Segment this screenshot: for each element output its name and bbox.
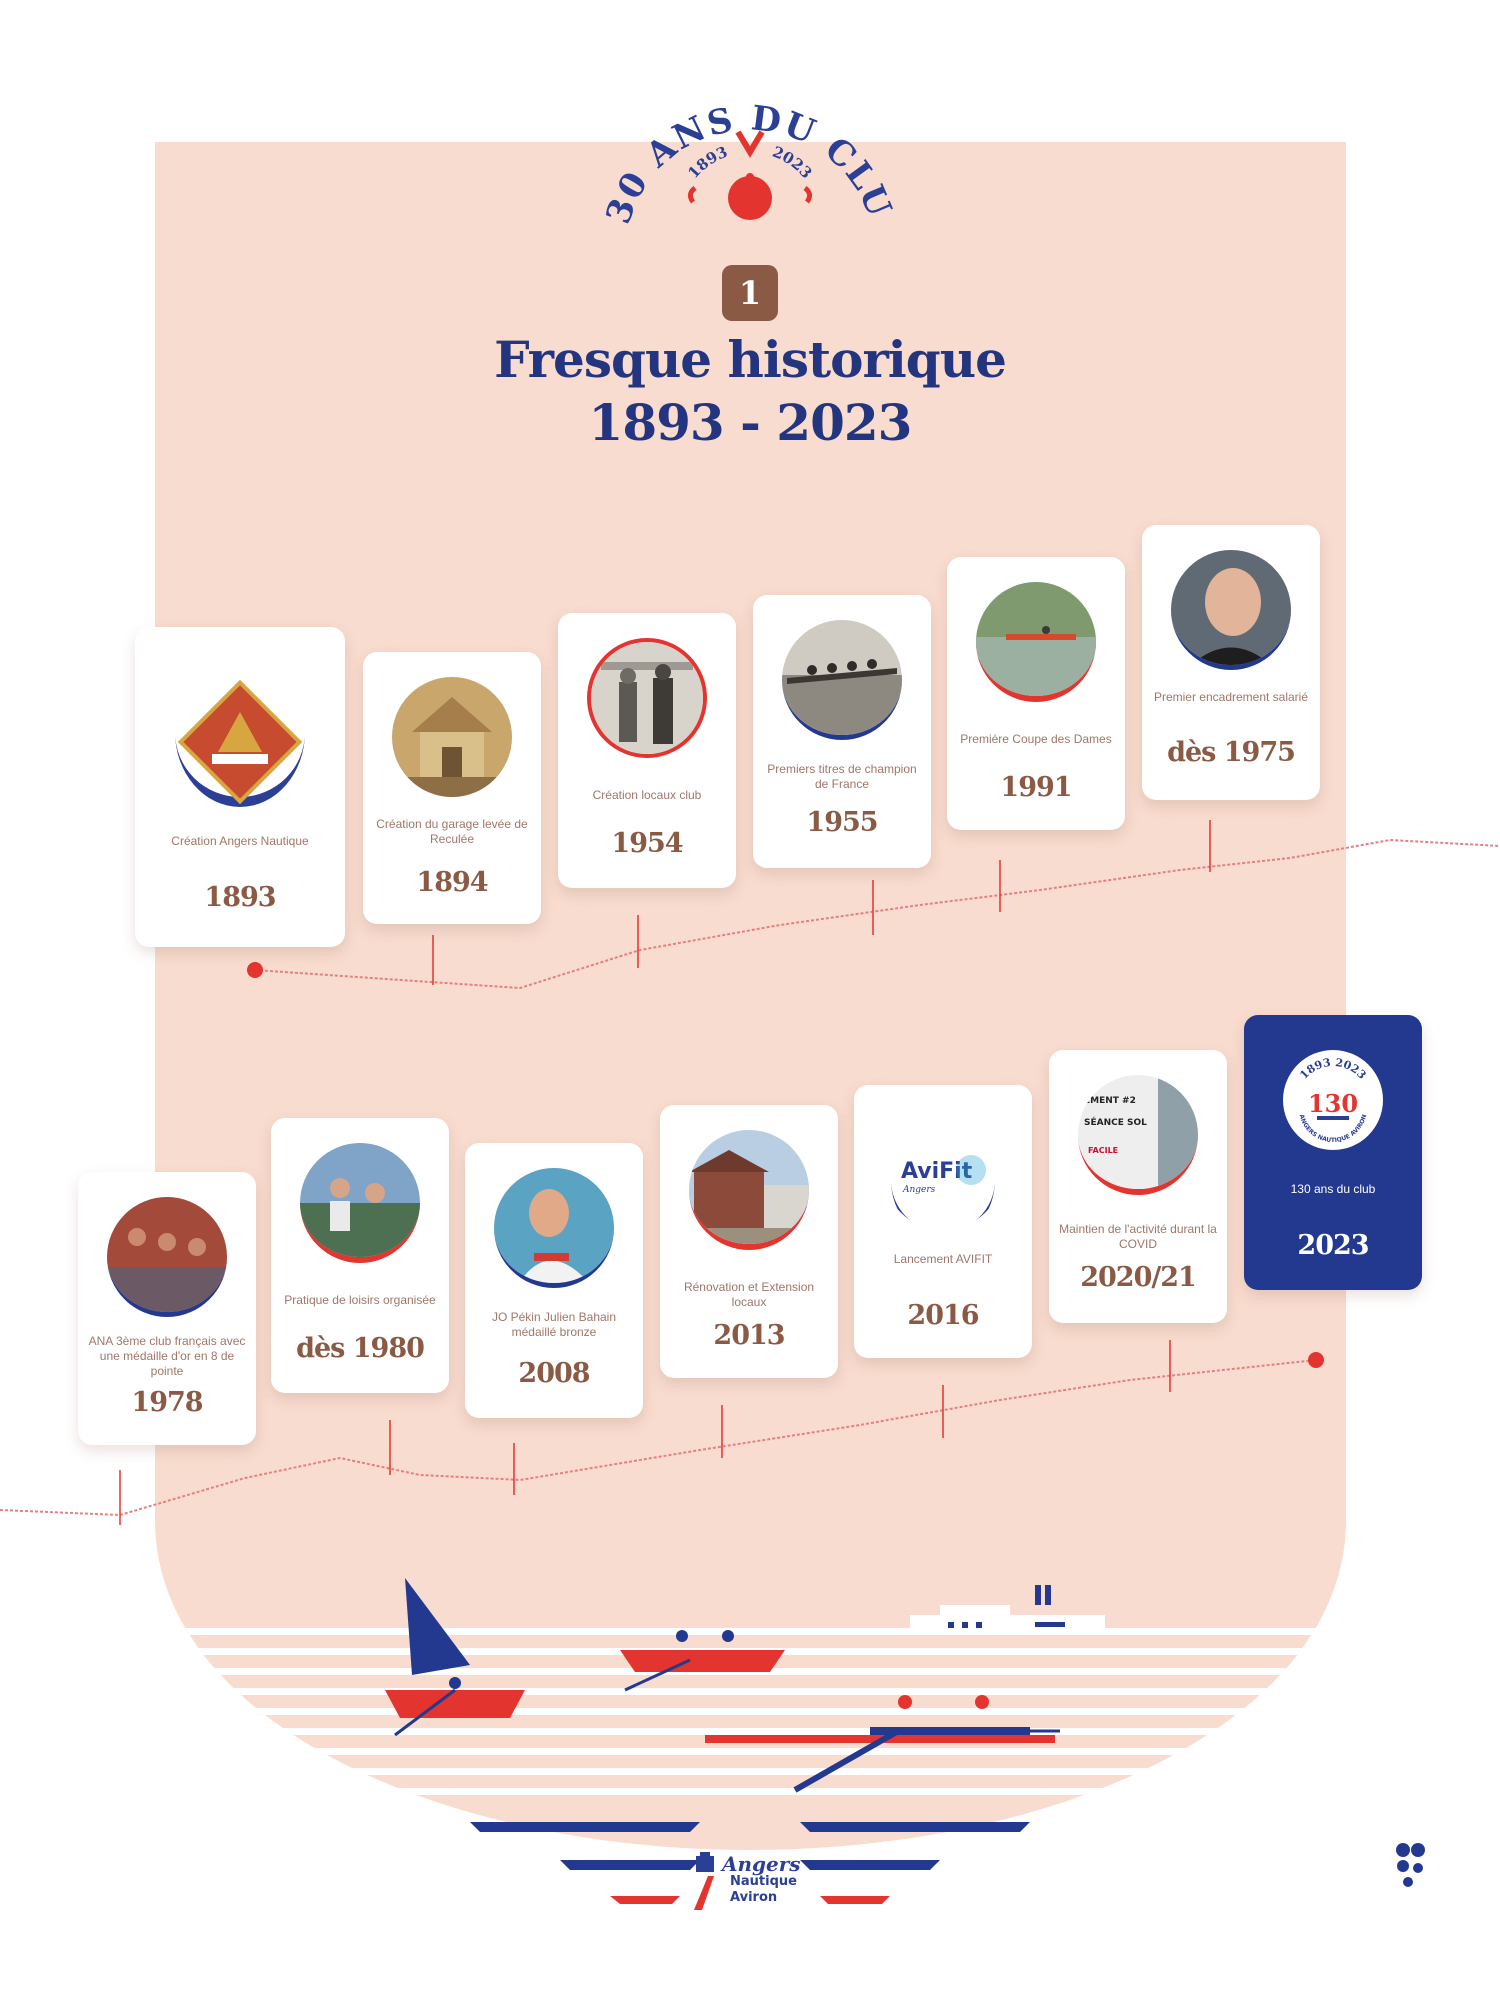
card-year: 1954 <box>611 828 683 859</box>
card-year: 1894 <box>416 867 488 898</box>
card-year: dès 1975 <box>1167 737 1296 768</box>
river-boat-photo <box>976 582 1096 702</box>
leisure-rowers-photo <box>300 1143 420 1263</box>
club-logo: Angers Nautique Aviron <box>690 1850 820 1910</box>
card-label: Maintien de l'activité durant la COVID <box>1059 1222 1217 1251</box>
card-year: 1978 <box>131 1387 203 1418</box>
card-year: 2013 <box>713 1320 785 1351</box>
svg-text:Angers: Angers <box>902 1185 936 1195</box>
anniversary-badge: 130 ANS DU CLUB 1893 2023 <box>600 70 898 229</box>
card-year: 2008 <box>518 1358 590 1389</box>
timeline-card-1954[interactable]: Création locaux club 1954 <box>558 613 736 888</box>
card-label: Première Coupe des Dames <box>960 732 1112 746</box>
eight-crew-photo <box>107 1197 227 1317</box>
timeline-card-2023[interactable]: 1893 2023 130 ANGERS NAUTIQUE AVIRON 130… <box>1244 1015 1422 1290</box>
timeline-card-2020[interactable]: EMENT #2 SÉANCE SOL FACILE Maintien de l… <box>1049 1050 1227 1323</box>
timeline-card-1991[interactable]: Première Coupe des Dames 1991 <box>947 557 1125 830</box>
card-label: Rénovation et Extension locaux <box>683 1280 815 1309</box>
old-building-photo <box>392 677 512 797</box>
covid-session-photo: EMENT #2 SÉANCE SOL FACILE <box>1078 1075 1198 1195</box>
anniversary-logo: 1893 2023 130 ANGERS NAUTIQUE AVIRON <box>1283 1050 1383 1150</box>
timeline-card-2008[interactable]: JO Pékin Julien Bahain médaillé bronze 2… <box>465 1143 643 1418</box>
card-label: Pratique de loisirs organisée <box>284 1293 436 1307</box>
club-logo-line3: Aviron <box>730 1890 778 1905</box>
olympic-athlete-photo <box>494 1168 614 1288</box>
rowing-crew-photo <box>782 620 902 740</box>
clubhouse-photo <box>689 1130 809 1250</box>
clubhouse-silhouette <box>910 1585 1105 1633</box>
rowing-boat-small <box>620 1630 785 1692</box>
timeline-card-2016[interactable]: AviFit Angers Lancement AVIFIT 2016 <box>854 1085 1032 1358</box>
club-logo-line2: Nautique <box>730 1874 797 1889</box>
timeline-line-bottom <box>0 1359 1317 1517</box>
svg-text:FACILE: FACILE <box>1088 1146 1118 1155</box>
card-label: Premier encadrement salarié <box>1153 690 1309 704</box>
svg-text:130: 130 <box>1308 1089 1358 1118</box>
card-label: JO Pékin Julien Bahain médaillé bronze <box>491 1310 617 1339</box>
club-badge-image <box>170 672 310 812</box>
card-label: Lancement AVIFIT <box>893 1252 993 1266</box>
card-label: Création locaux club <box>592 788 702 802</box>
card-label: Création Angers Nautique <box>171 834 309 848</box>
svg-text:1893 2023: 1893 2023 <box>1297 1056 1368 1082</box>
card-year: 2016 <box>907 1300 979 1331</box>
club-logo-line1: Angers <box>722 1852 801 1876</box>
card-year: 1991 <box>1000 772 1072 803</box>
card-label: ANA 3ème club français avec une médaille… <box>88 1334 246 1378</box>
page-title: Fresque historique <box>494 330 1007 389</box>
designer-mark <box>1396 1843 1425 1887</box>
timeline-card-1980[interactable]: Pratique de loisirs organisée dès 1980 <box>271 1118 449 1393</box>
svg-text:EMENT #2: EMENT #2 <box>1084 1096 1136 1106</box>
svg-text:AviFit: AviFit <box>901 1159 973 1184</box>
sailboat-illustration <box>385 1578 525 1737</box>
card-label: Création du garage levée de Reculée <box>376 817 528 846</box>
coach-portrait <box>1171 550 1291 670</box>
archive-press-photo <box>587 638 707 758</box>
timeline-card-1894[interactable]: Création du garage levée de Reculée 1894 <box>363 652 541 924</box>
timeline-line-top <box>254 838 1500 990</box>
card-label: 130 ans du club <box>1290 1182 1376 1196</box>
card-year: 1893 <box>204 882 276 913</box>
timeline-card-2013[interactable]: Rénovation et Extension locaux 2013 <box>660 1105 838 1378</box>
card-label: Premiers titres de champion de France <box>767 762 917 791</box>
page-subtitle-years: 1893 - 2023 <box>588 393 913 452</box>
avifit-logo: AviFit Angers <box>883 1110 1003 1230</box>
timeline-card-1978[interactable]: ANA 3ème club français avec une médaille… <box>78 1172 256 1445</box>
timeline-card-1893[interactable]: Création Angers Nautique 1893 <box>135 627 345 947</box>
timeline-card-1955[interactable]: Premiers titres de champion de France 19… <box>753 595 931 868</box>
card-year: 2020/21 <box>1080 1262 1197 1293</box>
svg-text:SÉANCE SOL: SÉANCE SOL <box>1084 1116 1147 1128</box>
section-number-badge: 1 <box>722 265 778 321</box>
card-year: 1955 <box>806 807 878 838</box>
timeline-card-1975[interactable]: Premier encadrement salarié dès 1975 <box>1142 525 1320 800</box>
card-year: 2023 <box>1297 1230 1369 1261</box>
rowing-boat-large <box>705 1695 1060 1793</box>
card-year: dès 1980 <box>296 1333 425 1364</box>
